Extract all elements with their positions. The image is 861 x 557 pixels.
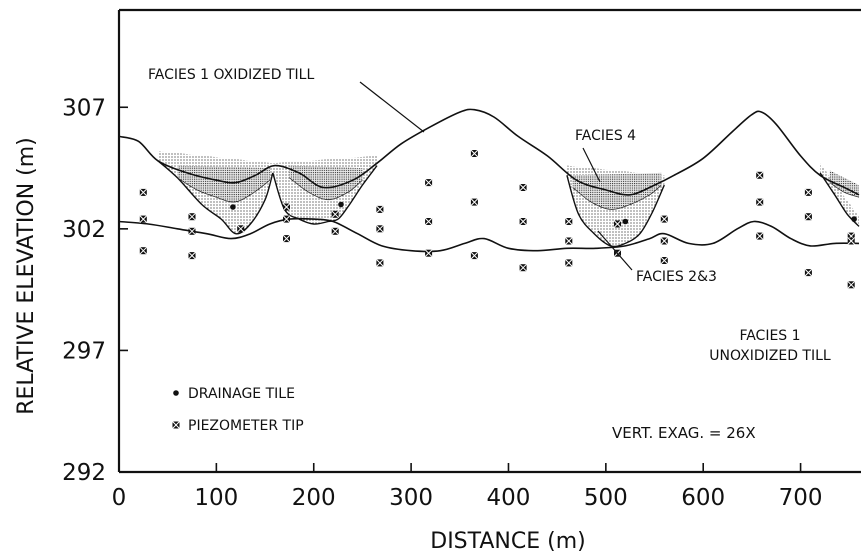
piezometer-tip <box>470 251 479 260</box>
piezometer-tip <box>755 232 764 240</box>
piezometer-tip <box>424 249 433 258</box>
vert-exag-label: VERT. EXAG. = 26X <box>612 424 756 442</box>
facies4-leader <box>582 147 601 183</box>
legend-piezometer-label: PIEZOMETER TIP <box>188 418 304 434</box>
lens-inner-outline <box>572 184 662 210</box>
facies-lenses <box>157 151 860 248</box>
piezometer-tip <box>236 224 245 233</box>
unoxidized-label-1: FACIES 1 <box>739 328 800 344</box>
piezometer-tip <box>376 224 384 233</box>
oxidized-leader <box>359 81 425 133</box>
piezometer-tip <box>660 237 669 245</box>
piezometer-tip <box>564 217 573 226</box>
x-axis-title: DISTANCE (m) <box>430 529 585 554</box>
piezometer-tip <box>188 227 196 236</box>
lens-outline <box>157 160 274 235</box>
legend-drainage-marker <box>173 390 179 396</box>
piezometer-tip <box>139 215 148 223</box>
piezometer-tip <box>564 237 573 245</box>
piezometer-tip <box>282 215 291 223</box>
piezometer-tip <box>282 234 291 243</box>
y-axis-title: RELATIVE ELEVATION (m) <box>14 137 39 415</box>
lens-outline <box>272 165 378 225</box>
oxidized-base-line <box>118 217 860 253</box>
axes <box>117 8 861 474</box>
ground-surface-line <box>118 108 860 196</box>
piezometer-tip <box>804 268 813 277</box>
x-tick-label: 0 <box>112 485 127 511</box>
piezometer-tip <box>564 259 573 267</box>
piezometer-tip <box>424 178 433 187</box>
piezometer-tip <box>282 203 291 211</box>
x-tick-label: 200 <box>292 485 336 511</box>
piezometer-tip <box>519 183 527 192</box>
data-points <box>139 149 857 289</box>
x-tick-label: 100 <box>194 485 238 511</box>
x-tick-label: 600 <box>681 485 725 511</box>
lens-inner-outline <box>829 182 860 198</box>
facies-4-band <box>177 165 270 203</box>
piezometer-tip <box>660 215 669 223</box>
piezometer-tip <box>755 198 764 206</box>
facies4-label: FACIES 4 <box>575 128 636 144</box>
x-tick-label: 500 <box>584 485 628 511</box>
y-tick-label: 307 <box>62 95 106 121</box>
piezometer-tip <box>331 210 340 219</box>
oxidized-till-label: FACIES 1 OXIDIZED TILL <box>148 67 314 83</box>
drainage-tile <box>230 204 236 210</box>
piezometer-tip <box>139 246 148 255</box>
piezometer-tip <box>188 212 196 221</box>
x-tick-label: 700 <box>779 485 823 511</box>
piezometer-tip <box>613 220 622 228</box>
piezometer-tip <box>847 237 856 245</box>
piezometer-tip <box>519 263 527 272</box>
y-tick-label: 302 <box>62 217 106 243</box>
lens-inner-outline <box>289 177 363 201</box>
piezometer-tip <box>470 198 479 206</box>
x-tick-label: 300 <box>389 485 433 511</box>
legend-drainage-label: DRAINAGE TILE <box>188 386 295 402</box>
facies23-label: FACIES 2&3 <box>636 269 717 285</box>
piezometer-tip <box>804 188 813 197</box>
x-tick-label: 400 <box>487 485 531 511</box>
drainage-tile <box>622 218 629 225</box>
stratigraphic-lines <box>118 108 860 253</box>
piezometer-tip <box>660 256 669 265</box>
piezometer-tip <box>424 217 433 226</box>
lens-inner-outline <box>177 177 271 203</box>
ticks: 0 100 200 300 400 500 600 700 292 297 302 307 <box>62 95 822 511</box>
legend: DRAINAGE TILE PIEZOMETER TIP <box>172 386 304 434</box>
piezometer-tip <box>188 251 196 260</box>
piezometer-tip <box>376 259 384 267</box>
piezometer-tip <box>519 217 527 226</box>
piezometer-tip <box>331 227 340 236</box>
piezometer-tip <box>470 149 479 158</box>
drainage-tile <box>851 216 857 222</box>
piezometer-tip <box>804 212 813 221</box>
facies23-leader <box>597 230 633 271</box>
piezometer-tip <box>755 171 764 180</box>
piezometer-tip <box>847 280 856 289</box>
y-tick-label: 297 <box>62 338 106 364</box>
unoxidized-label-2: UNOXIDIZED TILL <box>709 348 831 364</box>
lens-outline <box>566 175 665 248</box>
drainage-tile <box>338 201 344 208</box>
y-tick-label: 292 <box>62 460 106 486</box>
piezometer-tip <box>376 205 384 214</box>
legend-piezometer-marker <box>172 421 180 429</box>
piezometer-tip <box>139 188 148 197</box>
facies-4-band <box>289 165 363 200</box>
